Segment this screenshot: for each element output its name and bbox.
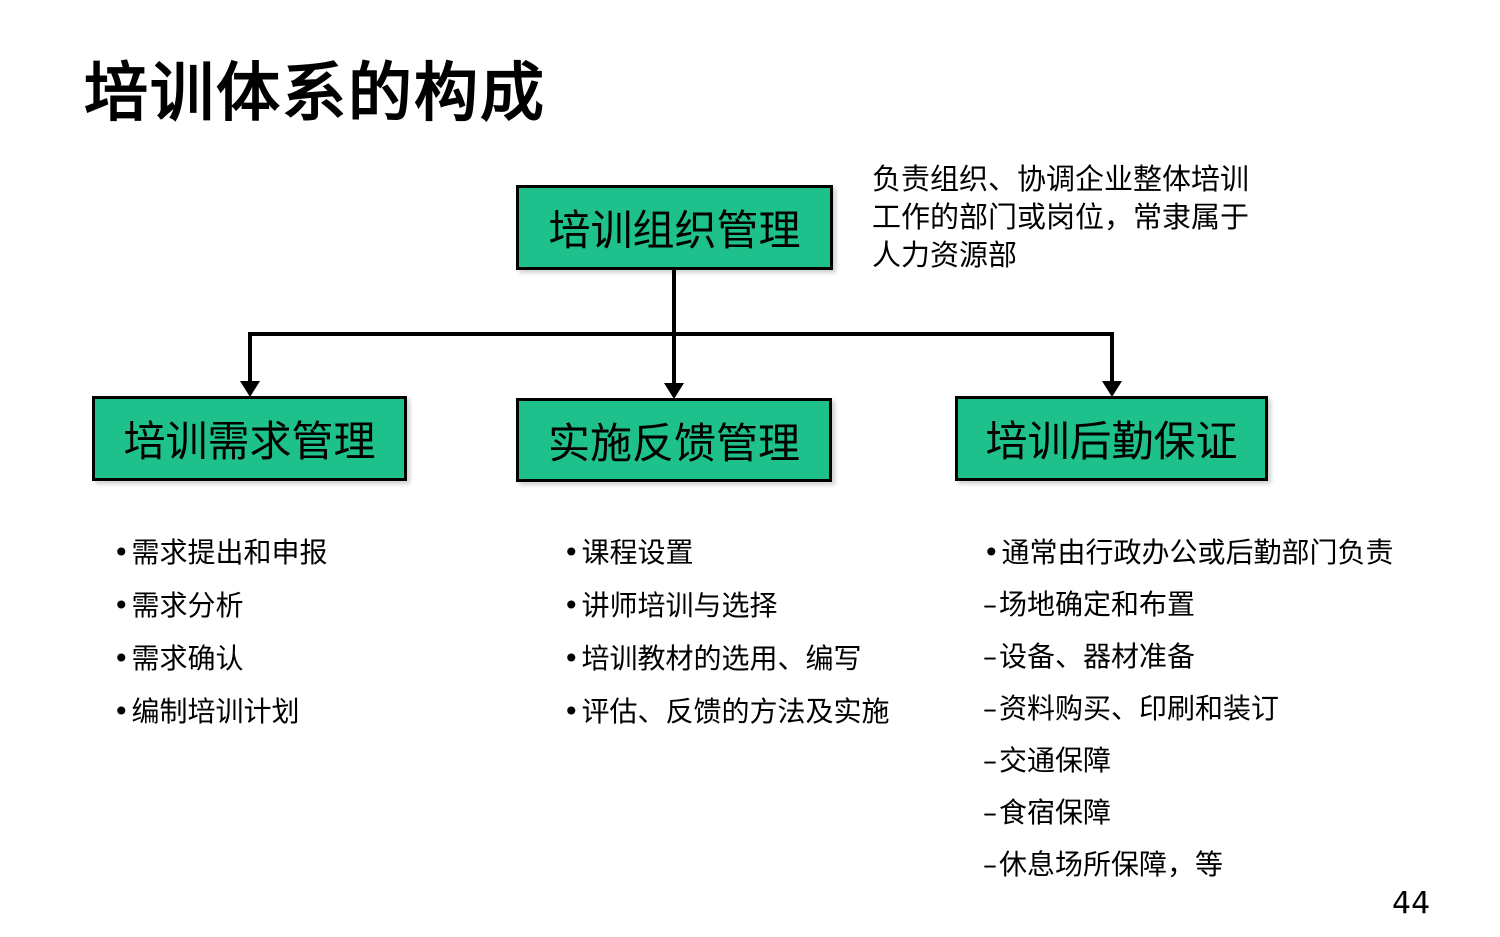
list-item-text: 需求提出和申报 <box>131 536 328 569</box>
bullet-marker: • <box>563 536 580 569</box>
list-item: •评估、反馈的方法及实施 <box>563 697 890 727</box>
org-box-training-organization: 培训组织管理 <box>516 185 833 270</box>
list-item-text: 交通保障 <box>999 744 1112 777</box>
list-item: –场地确定和布置 <box>983 590 1394 620</box>
dash-marker: – <box>983 692 997 725</box>
detail-list-implementation-feedback: •课程设置 •讲师培训与选择 •培训教材的选用、编写 •评估、反馈的方法及实施 <box>563 538 890 750</box>
bullet-marker: • <box>563 642 580 675</box>
dash-marker: – <box>983 796 997 829</box>
root-note-line: 工作的部门或岗位，常隶属于 <box>872 200 1250 234</box>
list-item: •需求分析 <box>113 591 328 621</box>
list-item-text: 场地确定和布置 <box>999 588 1196 621</box>
org-box-implementation-feedback: 实施反馈管理 <box>516 398 832 482</box>
org-box-label: 实施反馈管理 <box>547 418 800 468</box>
root-note-line: 人力资源部 <box>872 238 1018 272</box>
list-item-text: 需求分析 <box>131 589 244 622</box>
list-item-text: 培训教材的选用、编写 <box>581 642 862 675</box>
list-item: •培训教材的选用、编写 <box>563 644 890 674</box>
dash-marker: – <box>983 848 997 881</box>
list-item: –休息场所保障，等 <box>983 850 1394 880</box>
page-number: 44 <box>1392 886 1431 921</box>
list-item-text: 设备、器材准备 <box>999 640 1196 673</box>
bullet-marker: • <box>113 695 130 728</box>
bullet-marker: • <box>113 536 130 569</box>
org-box-label: 培训组织管理 <box>548 206 801 255</box>
org-box-logistics-support: 培训后勤保证 <box>955 396 1268 481</box>
arrowhead-middle <box>664 383 684 399</box>
list-item-text: 资料购买、印刷和装订 <box>999 692 1280 725</box>
detail-list-logistics-support: •通常由行政办公或后勤部门负责 –场地确定和布置 –设备、器材准备 –资料购买、… <box>983 538 1394 902</box>
org-box-label: 培训需求管理 <box>123 417 376 466</box>
list-item: •通常由行政办公或后勤部门负责 <box>983 538 1394 568</box>
org-box-training-needs: 培训需求管理 <box>92 396 407 481</box>
list-item-text: 编制培训计划 <box>131 695 300 728</box>
list-item: –食宿保障 <box>983 798 1394 828</box>
arrowhead-right <box>1102 381 1122 397</box>
root-note: 负责组织、协调企业整体培训 工作的部门或岗位，常隶属于 人力资源部 <box>872 160 1312 274</box>
bullet-marker: • <box>113 589 130 622</box>
list-item: –资料购买、印刷和装订 <box>983 694 1394 724</box>
list-item-text: 课程设置 <box>581 536 694 569</box>
bullet-marker: • <box>563 695 580 728</box>
root-note-line: 负责组织、协调企业整体培训 <box>872 162 1250 196</box>
dash-marker: – <box>983 744 997 777</box>
list-item-text: 评估、反馈的方法及实施 <box>581 695 890 728</box>
slide-title: 培训体系的构成 <box>84 57 546 131</box>
dash-marker: – <box>983 588 997 621</box>
list-item: –设备、器材准备 <box>983 642 1394 672</box>
dash-marker: – <box>983 640 997 673</box>
list-item: •需求确认 <box>113 644 328 674</box>
bullet-marker: • <box>113 642 130 675</box>
list-item-text: 通常由行政办公或后勤部门负责 <box>1001 536 1394 569</box>
bullet-marker: • <box>983 536 1000 569</box>
list-item: •需求提出和申报 <box>113 538 328 568</box>
list-item: •课程设置 <box>563 538 890 568</box>
list-item-text: 需求确认 <box>131 642 244 675</box>
list-item: –交通保障 <box>983 746 1394 776</box>
list-item-text: 食宿保障 <box>999 796 1112 829</box>
detail-list-training-needs: •需求提出和申报 •需求分析 •需求确认 •编制培训计划 <box>113 538 328 750</box>
arrowhead-left <box>240 381 260 397</box>
list-item-text: 讲师培训与选择 <box>581 589 778 622</box>
bullet-marker: • <box>563 589 580 622</box>
org-box-label: 培训后勤保证 <box>985 417 1238 466</box>
list-item: •编制培训计划 <box>113 697 328 727</box>
list-item: •讲师培训与选择 <box>563 591 890 621</box>
list-item-text: 休息场所保障，等 <box>999 848 1224 881</box>
